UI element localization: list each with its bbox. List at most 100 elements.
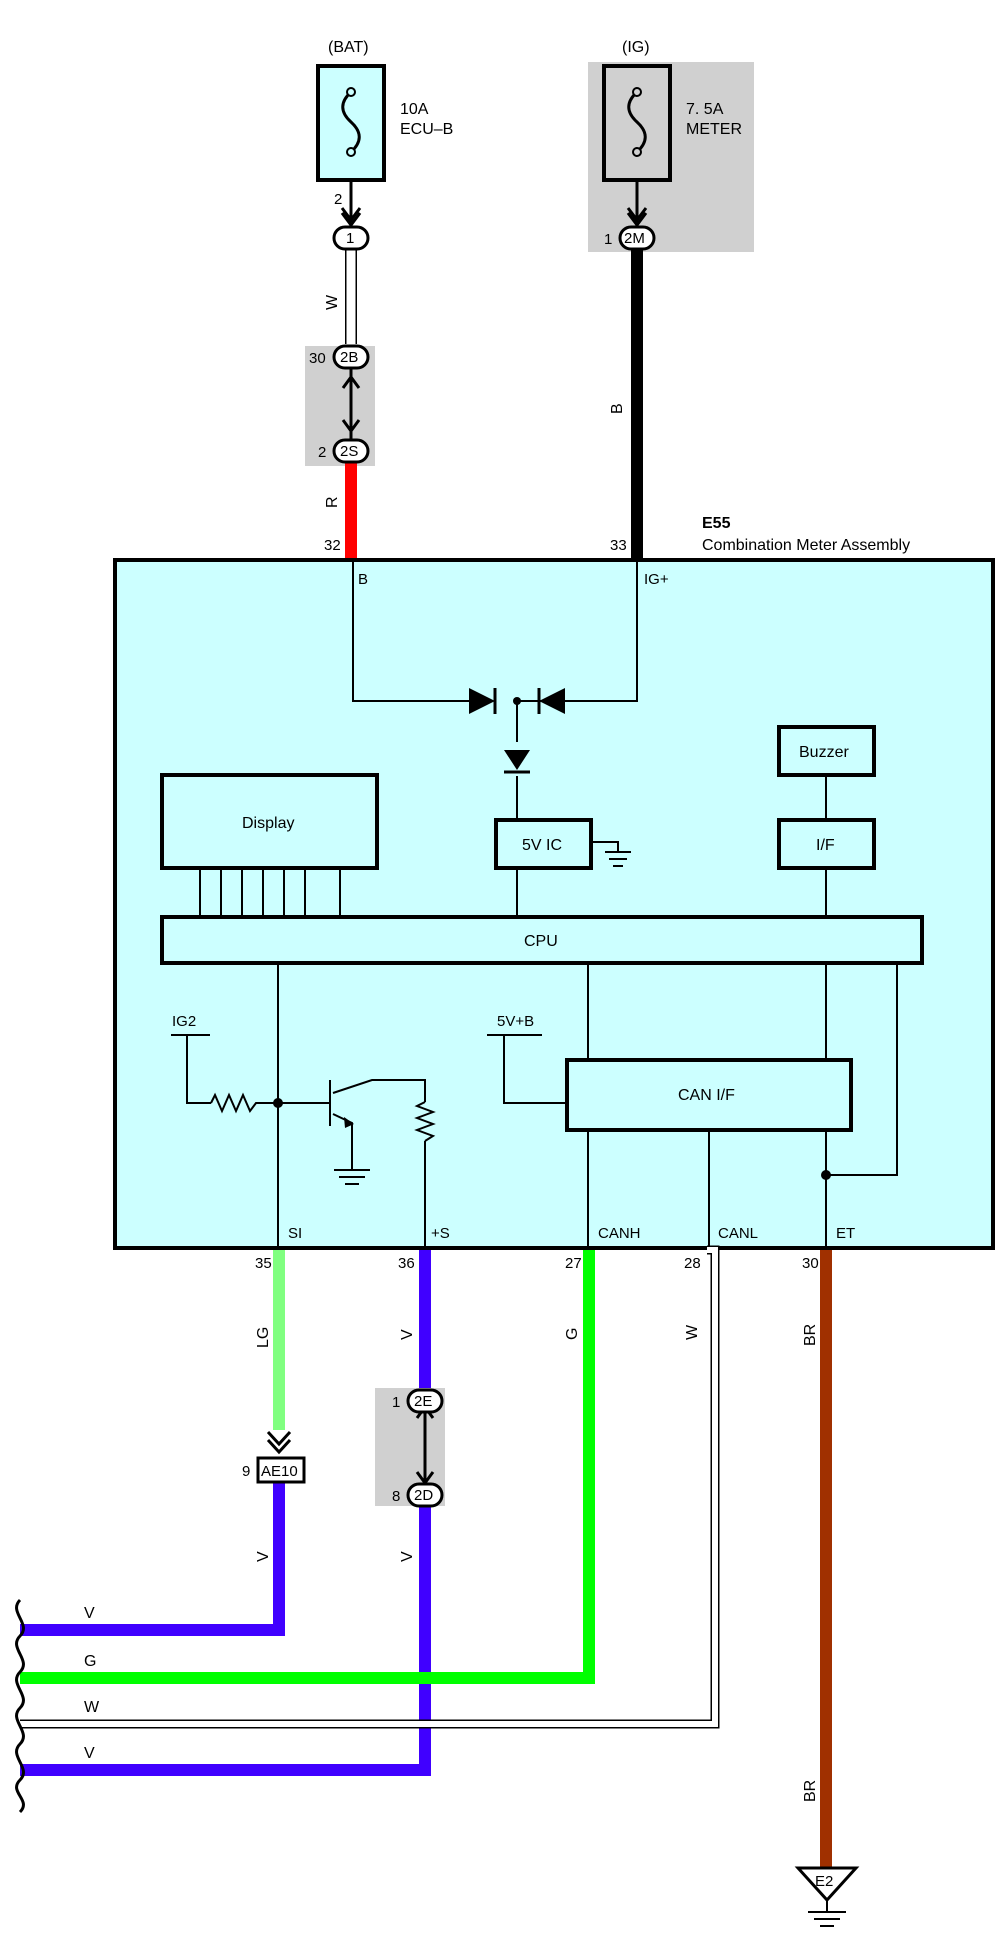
bus-wire-color-w: W [84,1699,100,1716]
connector-2e-label: 2E [414,1393,432,1410]
connector-2b-label: 2B [340,349,358,366]
wire-color-canl: W [684,1324,701,1340]
connector-2s-pin: 2 [318,444,326,461]
junction-dot [513,697,521,705]
resistor-icon [414,1101,436,1142]
wire-v-from-ae10 [20,1480,285,1636]
chevron-down-icon [626,207,648,228]
display-label: Display [242,815,294,832]
fuse-terminal-dot [346,147,356,157]
fuse-ecu-b: (BAT) 10A ECU–B [316,39,453,182]
connector-2b-pin: 30 [309,350,326,367]
wire-w-canl-inner [20,1247,718,1727]
pin-et-number: 30 [802,1255,819,1272]
diode-icon [504,750,530,770]
connector-ae10: AE10 9 [242,1456,306,1484]
ig-supply-label: (IG) [622,39,650,56]
display-bus-lines [199,868,341,917]
terminal-et: ET [836,1225,855,1242]
wire-v-from-2d [20,1506,431,1776]
terminal-canh: CANH [598,1225,641,1242]
ecu-b-fuse-name: ECU–B [400,121,453,138]
wire-color-et-lower: BR [802,1780,819,1802]
buzzer-label: Buzzer [799,744,849,761]
ig2-label: IG2 [172,1013,196,1030]
terminal-igp: IG+ [644,571,669,588]
wire-w-canl-outer [20,1245,720,1729]
ground-e2: E2 [794,1866,860,1927]
buzzer-block [777,725,876,777]
cpu-label: CPU [524,933,558,950]
5v-ic-label: 5V IC [522,837,562,854]
wire-color-si: LG [255,1327,272,1348]
connector-2d-label: 2D [414,1487,433,1504]
ground-label: E2 [815,1873,833,1890]
meter-fuse-element [627,90,647,154]
component-name: Combination Meter Assembly [702,537,910,554]
meter-fuse-name: METER [686,121,742,138]
diode-icon [539,688,565,714]
pin-canl-number: 28 [684,1255,701,1272]
terminal-s: +S [431,1225,450,1242]
terminal-si: SI [288,1225,302,1242]
fuse-terminal-dot [346,87,356,97]
pin-canh-number: 27 [565,1255,582,1272]
wire-color-2d-below: V [399,1551,416,1562]
ecu-b-fuse-element [341,90,361,154]
fuse-terminal-dot [632,87,642,97]
wire-color-w-top: W [324,294,341,310]
can-if-block [565,1058,853,1132]
connector-ae10-label: AE10 [261,1463,298,1480]
5v-b-label: 5V+B [497,1013,534,1030]
meter-module-box [113,558,995,1250]
bus-wire-color-g: G [84,1653,96,1670]
junction-dot [273,1098,283,1108]
ecu-b-fuse-box [316,64,386,182]
connector-2m-pin: 1 [604,231,612,248]
wire-color-r-top: R [324,496,341,508]
pin-igp-number: 33 [610,537,627,554]
pin-s-number: 36 [398,1255,415,1272]
transistor-emitter-arrow-icon [344,1117,354,1128]
5v-ic-block [494,818,593,870]
connector-2e-pin: 1 [392,1394,400,1411]
connector-2b: 2B 30 [309,344,370,370]
meter-fuse-rating: 7. 5A [686,101,724,118]
wire-g-canh [20,1250,595,1684]
resistor-icon [210,1092,260,1114]
fuse-terminal-dot [632,147,642,157]
bat-supply-label: (BAT) [328,39,369,56]
wire-break-icon [15,1598,25,1814]
wire-color-s-plus: V [399,1329,416,1340]
interface-label: I/F [816,837,835,854]
chevron-down-icon [266,1430,292,1455]
wire-color-canh: G [564,1328,581,1340]
connector-2d: 2D 8 [392,1482,444,1508]
chevron-down-icon [341,419,361,434]
connector-2d-pin: 8 [392,1488,400,1505]
component-code: E55 [702,515,731,532]
connector-2s: 2S 2 [318,438,370,464]
connector-2e: 2E 1 [392,1388,444,1414]
connector-1-pin: 2 [334,191,342,208]
chevron-down-icon [340,207,362,228]
cpu-block [160,915,924,965]
ground-triangle-icon [794,1866,860,1903]
pin-si-number: 35 [255,1255,272,1272]
terminal-b: B [358,571,368,588]
connector-2m-label: 2M [624,230,645,247]
diode-icon [469,688,495,714]
can-if-label: CAN I/F [678,1087,735,1104]
bus-wire-color-v2: V [84,1745,95,1762]
fuse-meter: (IG) 7. 5A METER [602,39,742,182]
combination-meter-assembly: E55 Combination Meter Assembly 32 33 B I… [113,515,995,1250]
wire-color-ae10-below: V [255,1551,272,1562]
terminal-canl: CANL [718,1225,758,1242]
connector-2m: 2M 1 [604,225,656,251]
display-block [160,773,379,870]
pin-b-number: 32 [324,537,341,554]
ecu-b-fuse-rating: 10A [400,101,429,118]
wire-color-b-top: B [609,403,626,414]
chevron-up-icon [341,374,361,389]
